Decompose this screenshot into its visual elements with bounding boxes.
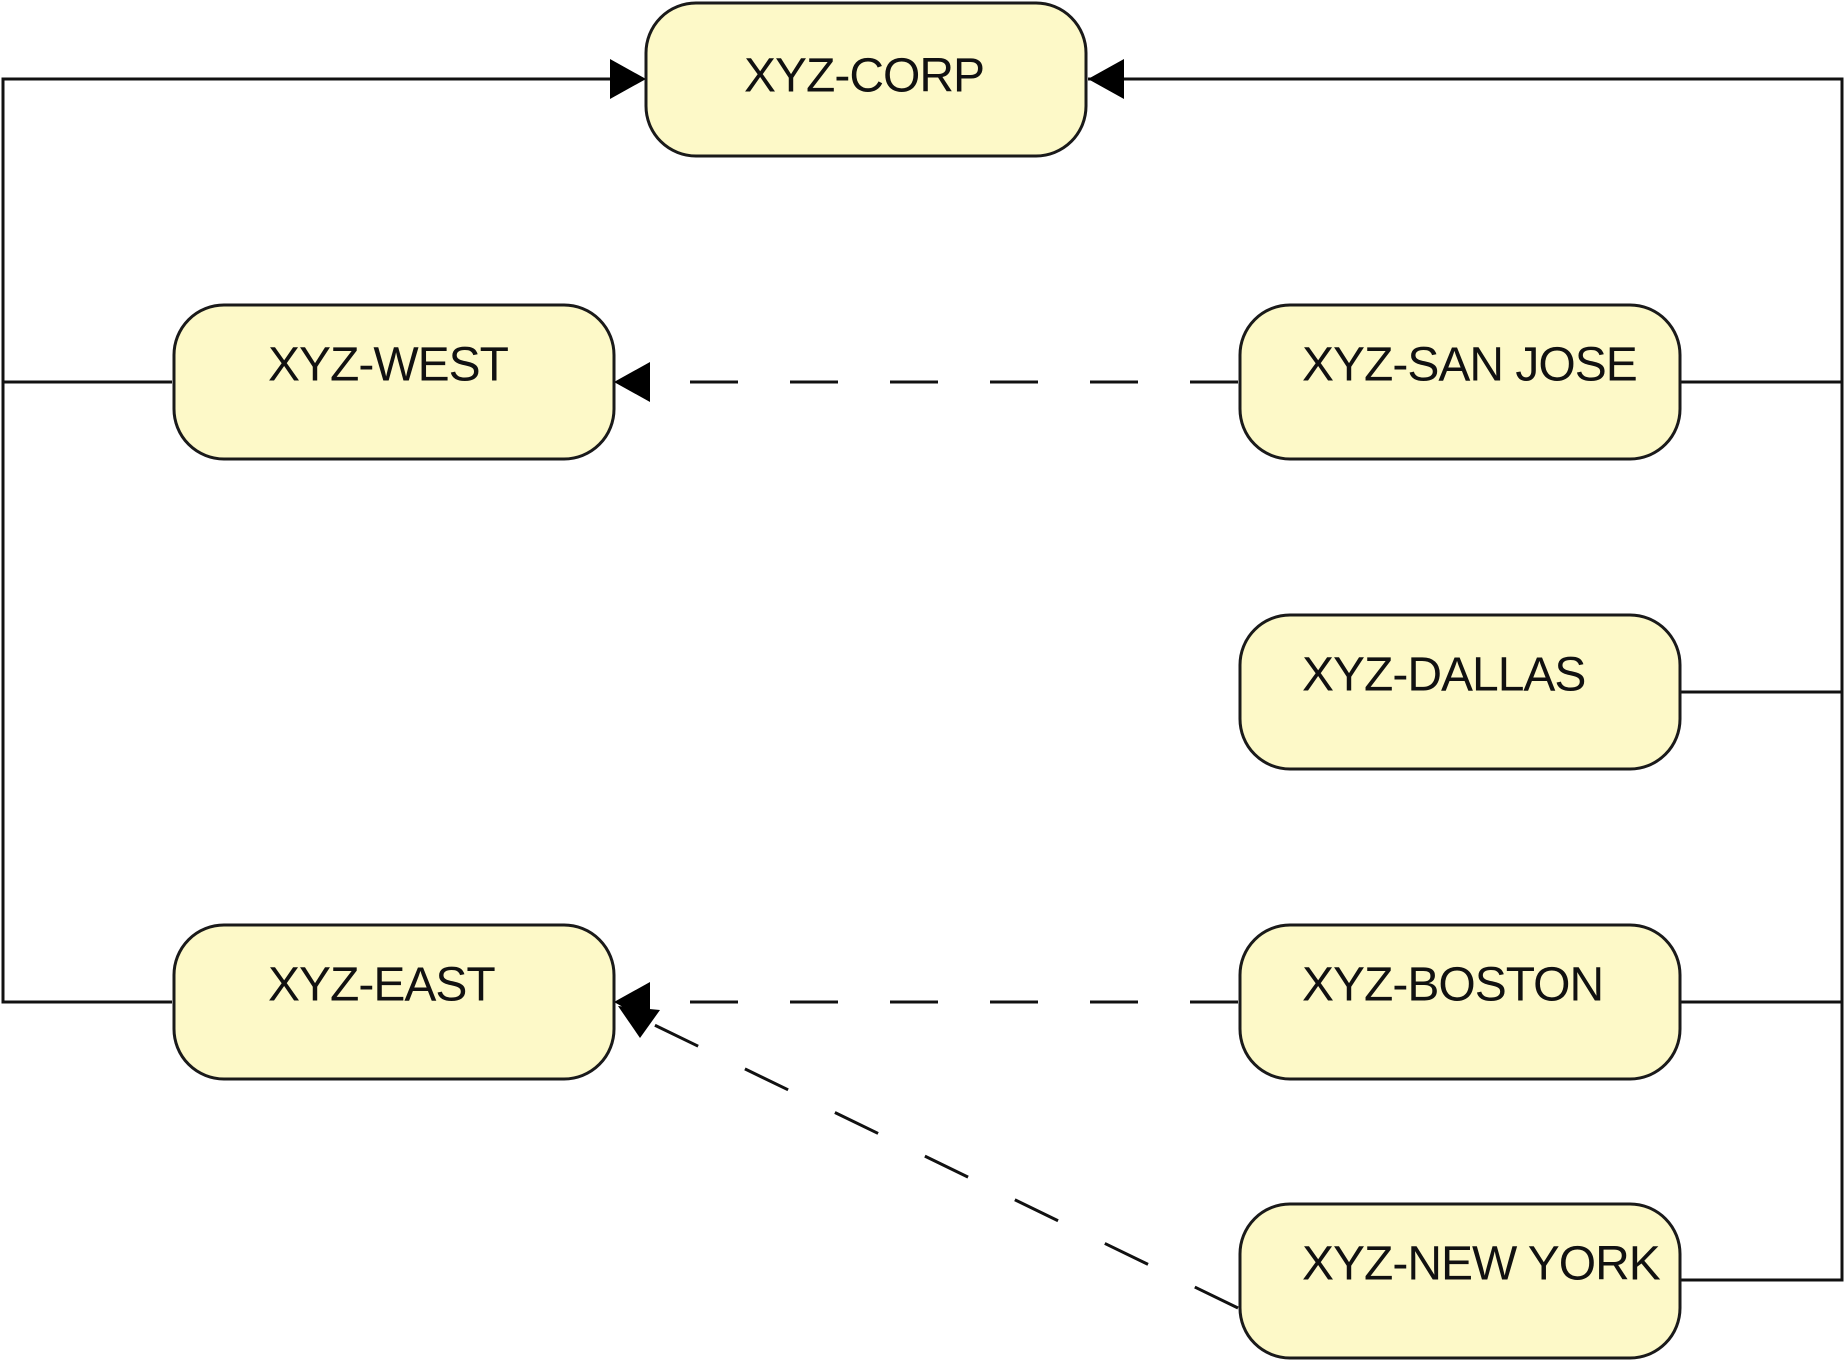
node-boston-box [1238, 923, 1682, 1081]
node-corp-label: XYZ-CORP [744, 50, 984, 103]
arrowhead-corp-left [610, 59, 646, 99]
edge-san-jose-to-corp [1088, 77, 1844, 384]
edge-west-to-corp [1, 77, 612, 384]
node-corp-box [644, 1, 1088, 158]
node-west-label: XYZ-WEST [268, 339, 509, 392]
node-san-jose-box [1238, 303, 1682, 461]
node-boston: XYZ-BOSTON [1238, 923, 1682, 1081]
node-san-jose: XYZ-SAN JOSE [1238, 303, 1682, 461]
node-new-york: XYZ-NEW YORK [1238, 1202, 1682, 1360]
node-new-york-box [1238, 1202, 1682, 1360]
node-east-label: XYZ-EAST [268, 959, 495, 1012]
arrowhead-east-diagonal [618, 1006, 660, 1038]
node-west-box [172, 303, 616, 461]
arrowhead-west [614, 362, 650, 402]
arrowhead-corp-right [1088, 59, 1124, 99]
node-corp: XYZ-CORP [644, 1, 1088, 158]
node-dallas-box [1238, 613, 1682, 771]
node-san-jose-label: XYZ-SAN JOSE [1302, 339, 1637, 392]
node-dallas: XYZ-DALLAS [1238, 613, 1682, 771]
node-east-box [172, 923, 616, 1081]
edge-new-york-to-corp [1680, 382, 1844, 1282]
node-west: XYZ-WEST [172, 303, 616, 461]
node-dallas-label: XYZ-DALLAS [1302, 649, 1585, 702]
connectors [1, 59, 1844, 1310]
node-east: XYZ-EAST [172, 923, 616, 1081]
node-new-york-label: XYZ-NEW YORK [1302, 1238, 1661, 1291]
node-boston-label: XYZ-BOSTON [1302, 959, 1603, 1012]
edge-east-to-corp [1, 382, 172, 1004]
edge-new-york-to-east [639, 1016, 1239, 1310]
